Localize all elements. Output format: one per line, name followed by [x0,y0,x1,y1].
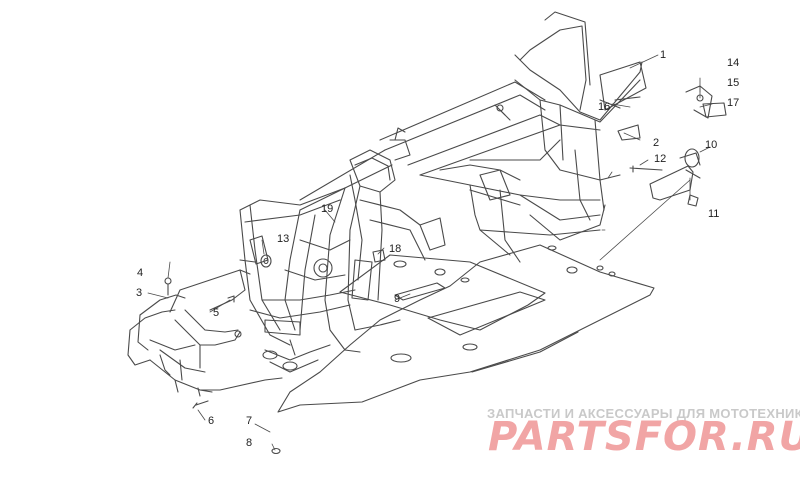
rear-hitch-parts [599,85,727,207]
callout-3: 3 [136,287,142,299]
skid-plate [277,244,655,413]
callout-1: 1 [660,49,666,61]
floor-pan [339,254,546,336]
callout-12: 12 [654,153,666,165]
watermark-tagline: ЗАПЧАСТИ И АКСЕССУАРЫ ДЛЯ МОТОТЕХНИКИ [487,406,800,421]
callout-11: 11 [708,208,719,220]
callout-16: 16 [598,101,610,113]
rear-frame [494,11,647,221]
part-8-nut [271,447,281,455]
callout-7: 7 [246,415,252,427]
callout-13: 13 [277,233,289,245]
watermark: ЗАПЧАСТИ И АКСЕССУАРЫ ДЛЯ МОТОТЕХНИКИ PA… [487,406,800,460]
callout-10: 10 [705,139,717,151]
callout-18: 18 [389,243,401,255]
leader-lines [147,54,713,451]
callout-2: 2 [653,137,659,149]
callout-17: 17 [727,97,739,109]
callout-19: 19 [321,203,333,215]
front-skid-plate [169,269,283,391]
callout-14: 14 [727,57,739,69]
front-cage [239,127,446,373]
callout-5: 5 [213,307,219,319]
main-rails [299,81,606,263]
callout-8: 8 [246,437,252,449]
watermark-logo: PARTSFOR.RU [488,414,800,460]
part-18-shape [372,249,386,263]
callout-labels: 1 2 3 4 5 6 7 8 9 10 11 12 13 14 15 16 1… [136,49,739,449]
callout-15: 15 [727,77,739,89]
callout-4: 4 [137,267,143,279]
front-bumper [127,294,242,397]
part-6-bolt [192,400,209,409]
callout-6: 6 [208,415,214,427]
callout-9: 9 [394,293,400,305]
part-13-shape [260,254,272,268]
part-4-5-hardware [164,277,235,303]
